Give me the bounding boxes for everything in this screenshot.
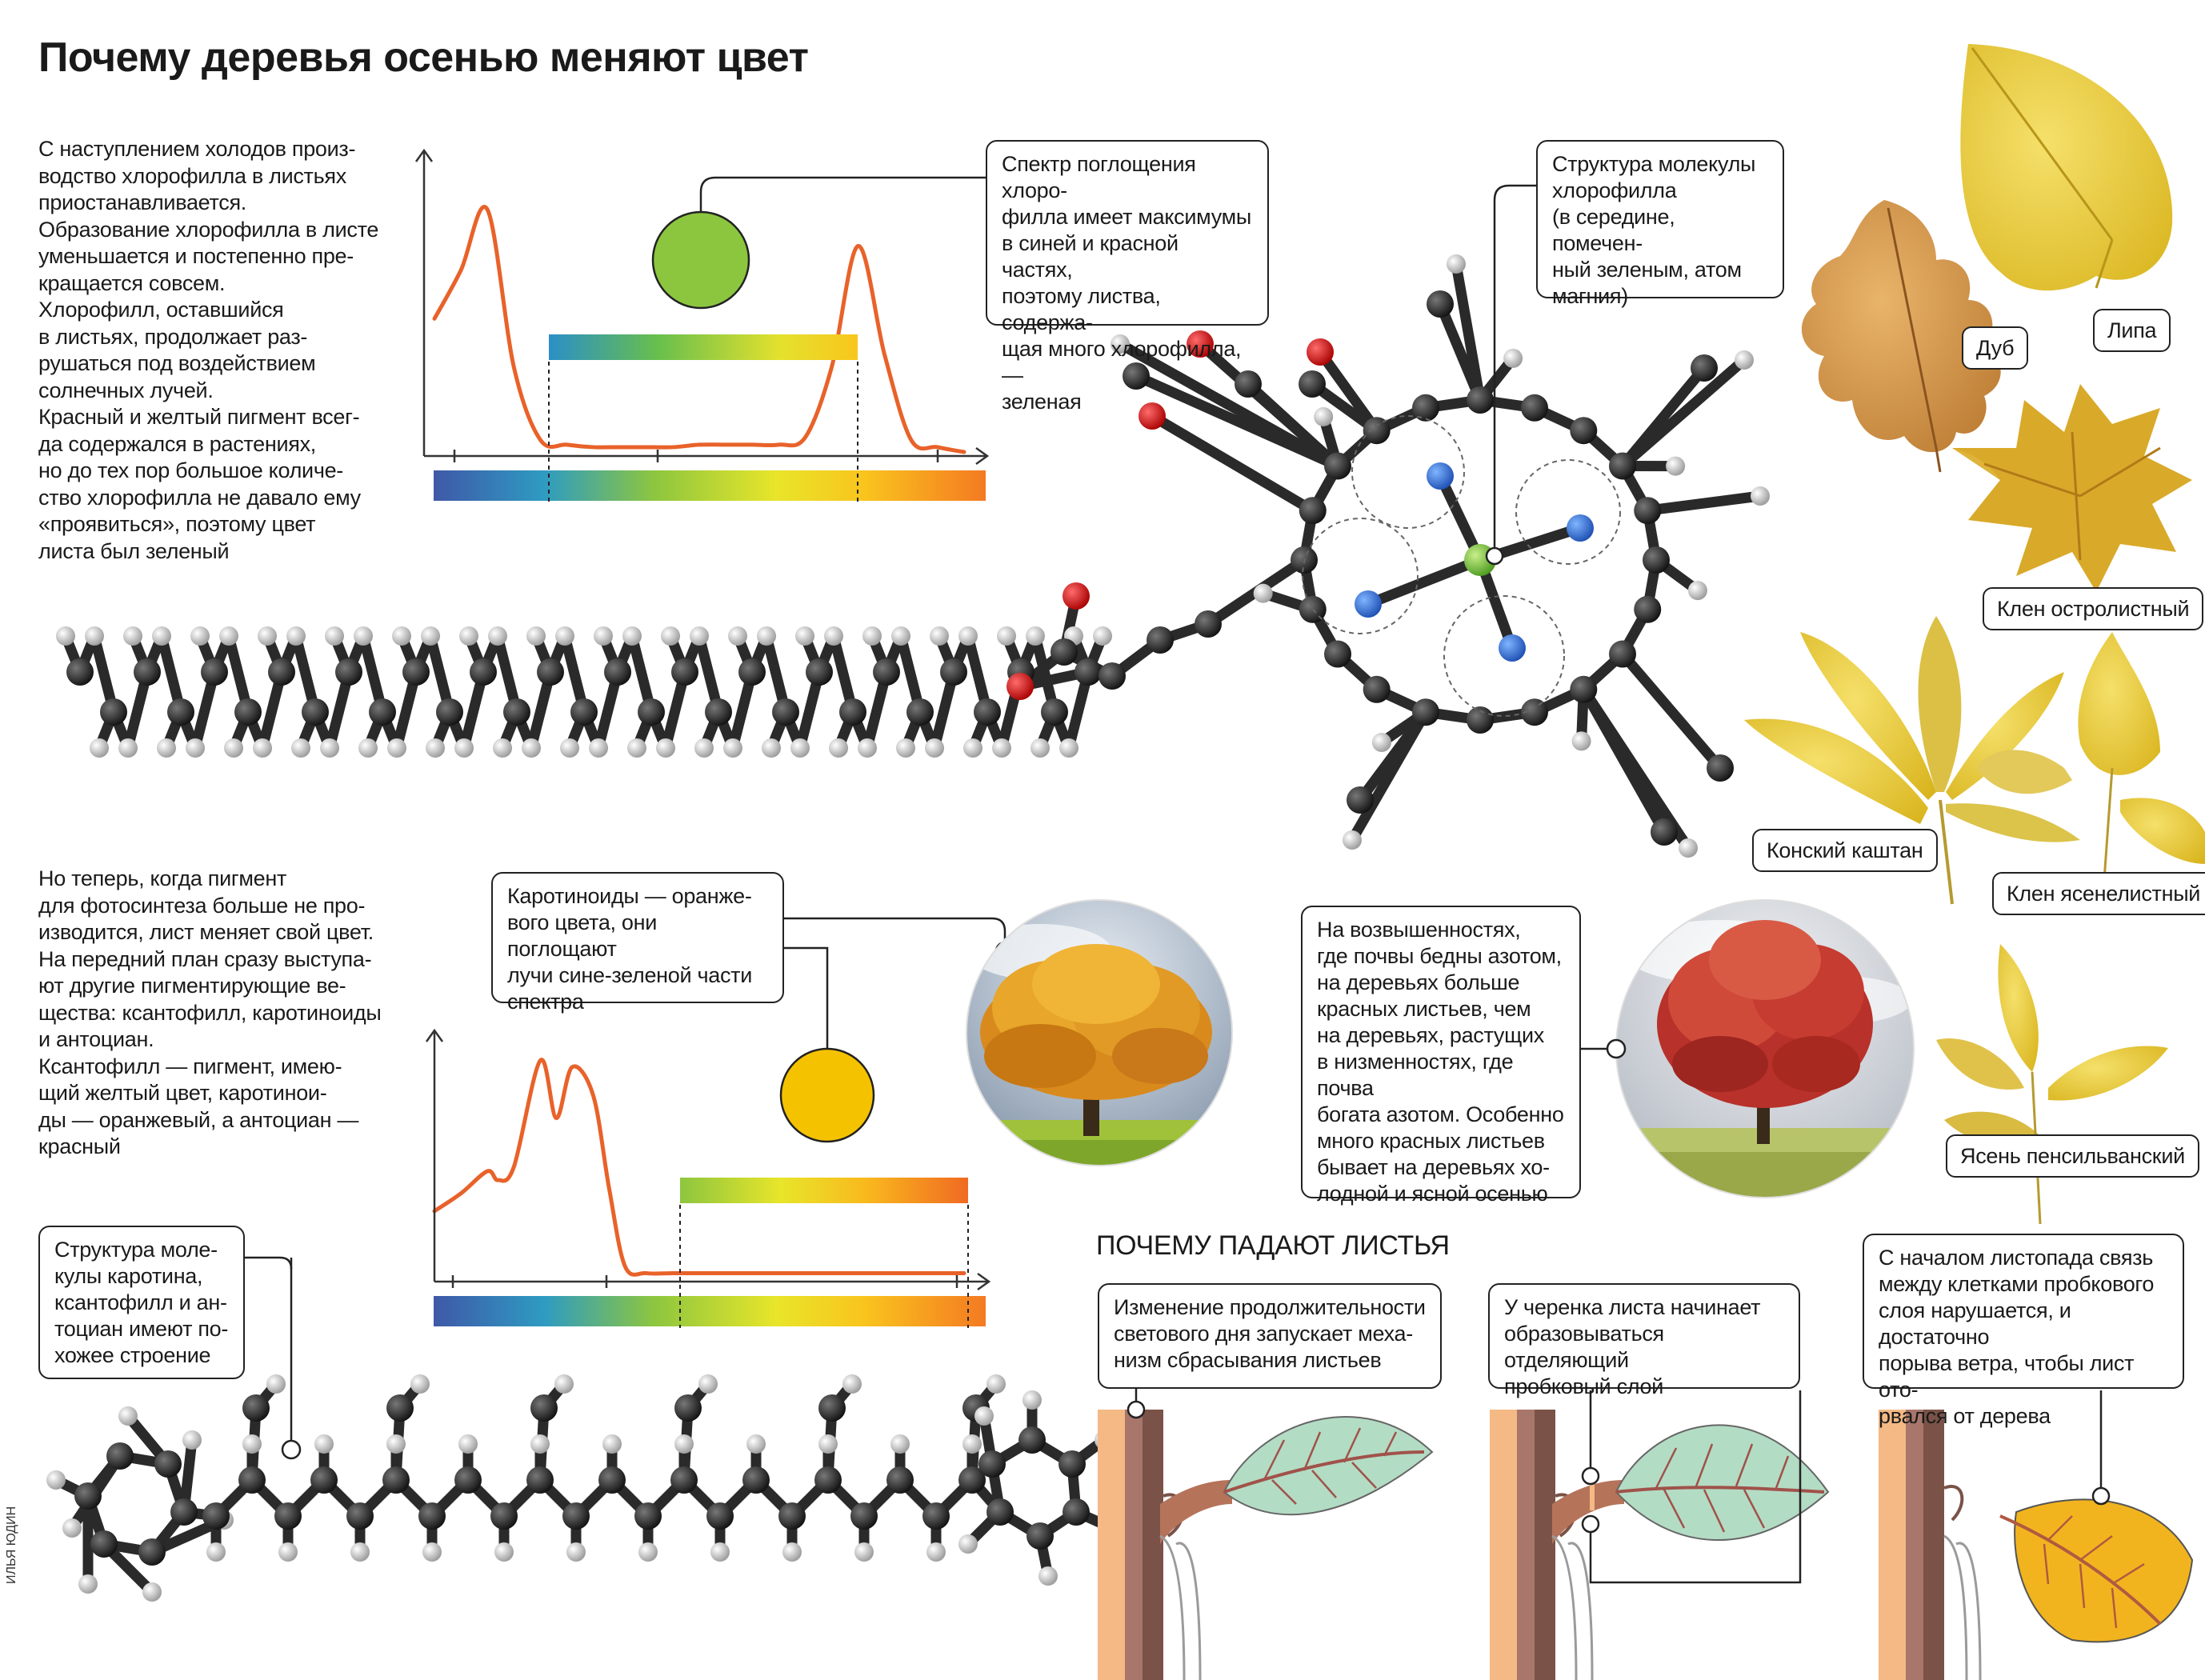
green-ash-leaf xyxy=(1936,944,2168,1225)
oak-label: Дуб xyxy=(1962,326,2029,370)
leaf-fall-step-2: У черенка листа начинает образовываться … xyxy=(1488,1283,1800,1398)
leaf-illustrations xyxy=(1744,44,2205,1225)
carotenoid-absorption-chart xyxy=(425,917,1015,1328)
norway-maple-leaf xyxy=(1952,384,2192,592)
leaf-fall-diagram-2 xyxy=(1490,1390,1830,1680)
oak-leaf xyxy=(1801,200,2001,473)
nitrogen-callout: На возвышенностях, где почвы бедны азото… xyxy=(1301,906,1581,1206)
visible-spectrum-bar-2 xyxy=(434,1296,986,1326)
absorption-curve xyxy=(432,205,966,454)
leaf-fall-heading: ПОЧЕМУ ПАДАЮТ ЛИСТЬЯ xyxy=(1096,1230,1450,1261)
linden-label: Липа xyxy=(2093,309,2171,352)
visible-spectrum-bar xyxy=(434,470,986,501)
leaf-fall-step-3: С началом листопада связь между клетками… xyxy=(1863,1234,2184,1428)
green-ash-label: Ясень пенсильванский xyxy=(1946,1134,2199,1178)
page-title: Почему деревья осенью меняют цвет xyxy=(38,34,809,81)
author-credit: ИЛЬЯ ЮДИН xyxy=(5,1506,18,1584)
ash-leaf-maple-label: Клен ясенелистный xyxy=(1992,872,2205,915)
absorption-curve xyxy=(432,1058,966,1277)
chlorophyll-curve-group xyxy=(432,205,966,454)
green-color-swatch xyxy=(651,210,750,310)
leaf-fall-diagram-3 xyxy=(1879,1390,2194,1680)
pigments-paragraph: Но теперь, когда пигмент для фотосинтеза… xyxy=(38,866,382,1158)
horse-chestnut-label: Конский каштан xyxy=(1752,829,1938,872)
carotenoids-callout: Каротиноиды — оранже- вого цвета, они по… xyxy=(491,872,784,1014)
carotene-structure-callout: Структура моле- кулы каротина, ксантофил… xyxy=(38,1226,245,1379)
chlorophyll-molecule xyxy=(56,254,1770,858)
carotene-molecule xyxy=(46,1374,1122,1602)
reflected-band xyxy=(680,1178,968,1203)
leaf-fall-diagram-1 xyxy=(1098,1374,1434,1680)
carotenoid-curve-group xyxy=(432,1058,966,1277)
chlorophyll-spectrum-callout: Спектр поглощения хлоро- филла имеет мак… xyxy=(986,140,1269,414)
absorbed-reflected-band xyxy=(549,334,858,360)
yellow-color-swatch xyxy=(779,1047,875,1143)
linden-leaf xyxy=(1960,44,2173,291)
chlorophyll-absorption-chart xyxy=(414,148,990,502)
chlorophyll-structure-callout: Структура молекулы хлорофилла (в середин… xyxy=(1536,140,1784,308)
orange-tree-photo xyxy=(966,899,1233,1166)
intro-paragraph: С наступлением холодов произ- водство хл… xyxy=(38,137,379,563)
red-tree-photo xyxy=(1581,899,1915,1198)
ash-leaf-maple-leaf xyxy=(1976,632,2205,881)
leaf-fall-step-1: Изменение продолжительности светового дн… xyxy=(1098,1283,1442,1389)
horse-chestnut-leaf xyxy=(1744,616,2080,905)
norway-maple-label: Клен остролистный xyxy=(1983,587,2204,630)
